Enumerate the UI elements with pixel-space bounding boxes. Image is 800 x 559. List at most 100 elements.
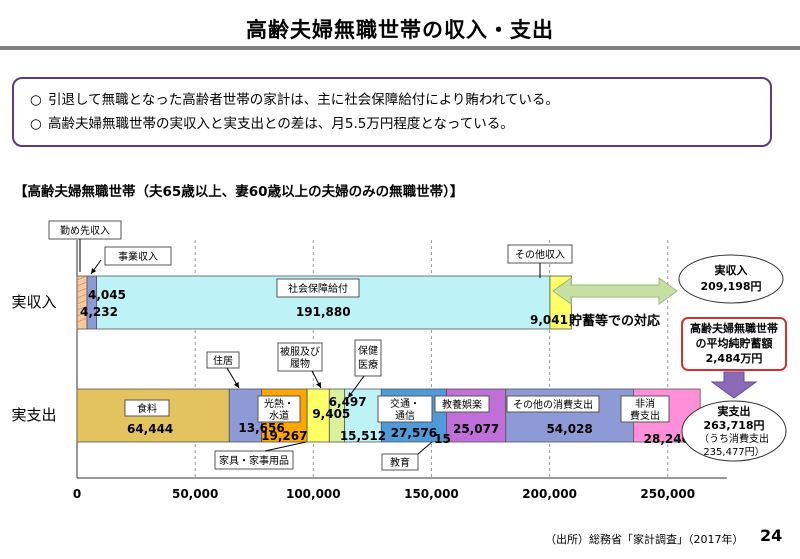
summary-bullet: ○ 引退して無職となった高齢者世帯の家計は、主に社会保障給付により賄われている。 <box>30 88 770 112</box>
expense-value-label: 15,512 <box>340 429 386 443</box>
income-name-box <box>48 220 122 240</box>
income-hatch <box>76 305 88 311</box>
expense-bar-segment <box>344 388 382 443</box>
chart-section-title: 【高齢夫婦無職世帯（夫65歳以上、妻60歳以上の夫婦のみの無職世帯）】 <box>14 184 464 200</box>
income-bar-segment <box>86 275 97 330</box>
deficit-label: 貯蓄等での対応 <box>569 313 660 329</box>
summary-box: ○引退して無職となった高齢者世帯の家計は、主に社会保障給付により賄われている。 … <box>12 77 772 147</box>
expense-name-label: 保健 <box>358 344 378 357</box>
expense-name-box <box>214 450 294 470</box>
income-name-box <box>104 246 172 266</box>
expense-name-label: 通信 <box>395 410 415 422</box>
source-note: （出所）総務省「家計調査」（2017年） <box>545 533 744 546</box>
income-name-label: 事業収入 <box>118 250 158 263</box>
expense-name-box <box>277 342 323 372</box>
expense-name-label: 食料 <box>137 402 157 415</box>
bullet-marker: ○ <box>30 92 42 108</box>
income-hatch <box>76 299 88 305</box>
expense-name-label: 光熱・ <box>264 397 294 410</box>
expense-name-pointer-head <box>348 392 354 398</box>
expense-name-label: 教育 <box>390 456 410 469</box>
income-name-pointer-head <box>91 268 97 274</box>
bullet-text-1: 引退して無職となった高齢者世帯の家計は、主に社会保障給付により賄われている。 <box>48 92 559 108</box>
expense-name-label: 医療 <box>358 358 378 371</box>
expense-value-label: 64,444 <box>127 422 173 436</box>
expense-bar-segment <box>228 388 262 443</box>
consumption-note: （うち消費支出 <box>699 432 769 445</box>
expense-name-label: 住居 <box>213 354 233 367</box>
expense-name-label: 履物 <box>290 357 310 370</box>
expense-name-label: 費支出 <box>630 409 660 422</box>
expense-value-label: 27,576 <box>391 426 437 440</box>
expense-value-label: 9,405 <box>312 407 350 421</box>
x-tick-label: 150,000 <box>404 487 459 501</box>
expense-name-leader <box>417 441 433 455</box>
x-tick-label: 0 <box>73 487 81 501</box>
income-hatch <box>76 287 88 293</box>
x-tick-label: 200,000 <box>522 487 577 501</box>
bullet-text-2: 高齢夫婦無職世帯の実収入と実支出との差は、月5.5万円程度となっている。 <box>48 116 514 132</box>
expense-name-label: 被服及び <box>280 345 320 358</box>
expense-value-label: 25,077 <box>453 422 499 436</box>
expense-name-box <box>506 395 600 413</box>
income-name-box <box>276 278 360 298</box>
income-total-title: 実収入 <box>715 263 748 277</box>
income-name-label: 社会保障給付 <box>288 282 348 295</box>
savings-label: の平均純貯蓄額 <box>696 336 773 350</box>
income-value-label: 191,880 <box>296 305 351 319</box>
x-tick-label: 100,000 <box>286 487 341 501</box>
down-arrow <box>710 371 758 399</box>
bullet-marker: ○ <box>30 116 42 132</box>
expense-total-ellipse <box>681 400 787 462</box>
income-value-label: 4,045 <box>88 288 126 302</box>
income-name-label: 勤め先収入 <box>60 224 110 237</box>
expense-value-label: 13,656 <box>238 421 284 435</box>
income-hatch <box>76 275 88 281</box>
income-hatch <box>76 281 88 287</box>
savings-label: 高齢夫婦無職世帯 <box>690 321 778 335</box>
savings-box <box>681 317 787 371</box>
expense-name-pointer-head <box>316 382 321 388</box>
expense-name-box <box>124 399 170 417</box>
expense-total-title: 実支出 <box>718 404 751 418</box>
expense-name-label: その他の消費支出 <box>513 398 593 411</box>
expense-name-label: 水道 <box>269 409 289 422</box>
expense-value-label: 19,267 <box>261 429 307 443</box>
expense-value-label: 54,028 <box>546 422 592 436</box>
expense-name-box <box>434 395 490 413</box>
savings-value: 2,484万円 <box>706 352 763 365</box>
expense-name-box <box>377 395 433 423</box>
title-rule <box>0 46 800 50</box>
expense-name-box <box>620 395 670 423</box>
income-hatch <box>76 311 88 317</box>
page-title: 高齢夫婦無職世帯の収入・支出 <box>246 18 554 42</box>
category-label-expense: 実支出 <box>11 406 56 424</box>
expense-total-value: 263,718円 <box>703 419 764 432</box>
expense-name-leader <box>264 441 307 452</box>
expense-name-label: 教養娯楽 <box>442 398 482 411</box>
expense-name-box <box>206 351 240 369</box>
deficit-arrow <box>552 277 678 305</box>
x-tick-label: 250,000 <box>640 487 695 501</box>
income-total-ellipse <box>678 254 784 304</box>
x-tick-label: 50,000 <box>172 487 218 501</box>
income-hatch <box>76 293 88 299</box>
expense-name-label: 非消 <box>635 397 655 410</box>
summary-bullet: ○ 高齢夫婦無職世帯の実収入と実支出との差は、月5.5万円程度となっている。 <box>30 112 770 136</box>
expense-name-box <box>354 339 382 377</box>
expense-name-box <box>381 453 419 471</box>
consumption-value: 235,477円） <box>703 446 764 458</box>
category-label-income: 実収入 <box>11 293 56 311</box>
income-name-label: その他収入 <box>515 248 565 261</box>
expense-value-label: 28,240 <box>644 432 690 446</box>
expense-name-label: 家具・家事用品 <box>219 454 289 467</box>
income-value-label: 9,041 <box>530 313 568 327</box>
income-hatch <box>76 317 88 323</box>
income-total-value: 209,198円 <box>700 280 761 293</box>
page-number: 24 <box>760 526 783 545</box>
expense-name-pointer-head <box>233 382 239 388</box>
expense-value-label: 15 <box>434 432 451 446</box>
expense-value-label: 6,497 <box>329 395 367 409</box>
expense-name-box <box>257 395 301 423</box>
